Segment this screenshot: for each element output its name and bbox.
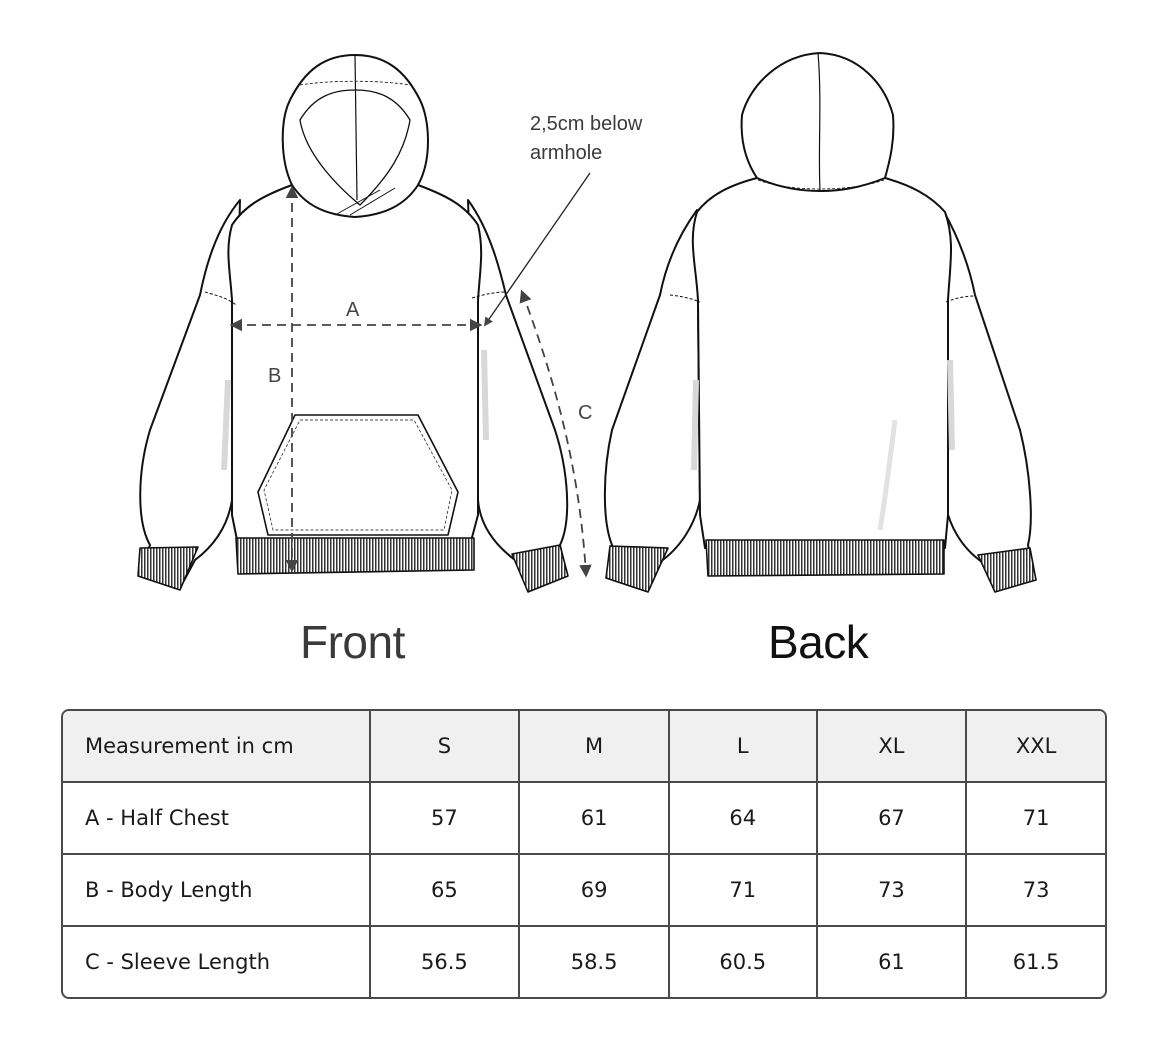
front-hoodie-drawing [137, 54, 569, 593]
table-cell: 57 [370, 783, 521, 855]
size-chart-table: Measurement in cm S M L XL XXL A - Half … [61, 709, 1107, 999]
dimension-lines [229, 185, 592, 578]
table-cell: 56.5 [371, 927, 521, 997]
note-leader-line [483, 172, 591, 327]
table-cell: 67 [817, 783, 968, 855]
hoodie-technical-drawing [137, 52, 1037, 593]
row-label: B - Body Length [63, 855, 371, 927]
table-cell: 60.5 [670, 927, 818, 997]
armhole-note-line-2: armhole [530, 142, 603, 164]
table-row-body-length: B - Body Length 65 69 71 73 73 [63, 855, 1105, 927]
table-cell: 71 [669, 855, 818, 927]
header-size-xxl: XXL [967, 711, 1105, 783]
table-cell: 73 [817, 855, 968, 927]
row-label: C - Sleeve Length [63, 927, 371, 997]
dimension-c-label: C [578, 402, 593, 424]
table-cell: 69 [520, 855, 670, 927]
header-measurement: Measurement in cm [63, 711, 371, 783]
header-size-xl: XL [817, 711, 968, 783]
armhole-note: 2,5cm below armhole [530, 110, 642, 168]
table-cell: 73 [967, 855, 1105, 927]
dimension-a-label: A [346, 299, 360, 321]
dimension-b-label: B [268, 365, 282, 387]
table-cell: 61.5 [1012, 950, 1060, 974]
table-cell: 71 [967, 783, 1105, 855]
table-cell: 65 [370, 855, 521, 927]
header-size-s: S [370, 711, 521, 783]
dimension-c-line [519, 289, 592, 578]
table-cell: 61 [520, 783, 670, 855]
front-view-label: Front [300, 616, 405, 668]
table-row-half-chest: A - Half Chest 57 61 64 67 71 [63, 783, 1105, 855]
table-cell: 61 [818, 927, 968, 997]
table-cell: 58.5 [520, 927, 670, 997]
table-header-row: Measurement in cm S M L XL XXL [63, 711, 1105, 783]
table-cell: 64 [669, 783, 818, 855]
back-hoodie-drawing [603, 52, 1037, 593]
header-size-m: M [520, 711, 670, 783]
armhole-note-line-1: 2,5cm below [530, 113, 643, 135]
table-row-sleeve-length: C - Sleeve Length 56.5 58.5 60.5 61 61.5 [63, 927, 1105, 997]
back-view-label: Back [768, 616, 869, 668]
header-size-l: L [669, 711, 818, 783]
row-label: A - Half Chest [63, 783, 371, 855]
